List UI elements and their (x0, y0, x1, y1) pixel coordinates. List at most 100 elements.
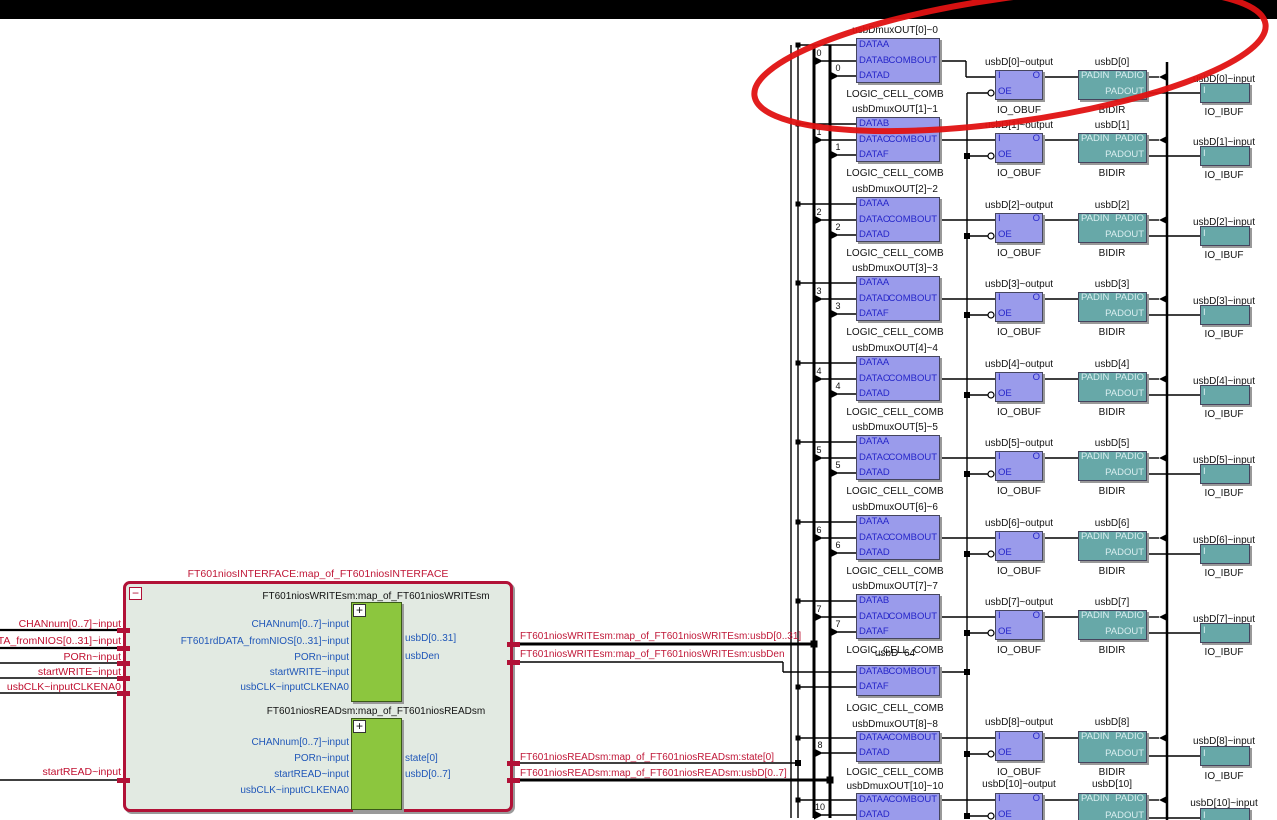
logic-cell-block[interactable] (856, 665, 940, 696)
logic-cell-block[interactable] (856, 197, 940, 242)
obuf-name-label: usbD[2]~output (984, 200, 1054, 211)
logic-cell-block[interactable] (856, 276, 940, 321)
cell-port-label: DATAC (859, 532, 890, 543)
ibuf-block[interactable] (1200, 623, 1250, 643)
junction-dot (810, 640, 818, 648)
ibuf-block[interactable] (1200, 385, 1250, 405)
obuf-port-label: O (1032, 70, 1040, 81)
obuf-block[interactable] (995, 610, 1043, 640)
inverter-bubble-icon (987, 470, 995, 478)
interface-box[interactable] (123, 581, 513, 812)
port-label: usbCLK~inputCLKENA0 (240, 785, 349, 796)
pad-name-label: usbD[10] (1091, 779, 1133, 790)
port-label: PORn~input (294, 652, 349, 663)
block-type-label: BIDIR (1098, 327, 1126, 338)
pad-arrow-icon (1159, 215, 1168, 225)
ibuf-block[interactable] (1200, 808, 1250, 820)
ibuf-block[interactable] (1200, 746, 1250, 766)
bus-tap-arrow-icon (814, 135, 823, 145)
ibuf-block[interactable] (1200, 83, 1250, 103)
cell-name-label: usbDmuxOUT[3]~3 (852, 263, 938, 274)
bidir-block[interactable] (1078, 213, 1147, 243)
pad-port-label: PADOUT (1105, 388, 1144, 399)
logic-cell-block[interactable] (856, 793, 940, 820)
cell-name-label: usbDmuxOUT[6]~6 (852, 502, 938, 513)
pad-name-label: usbD[1] (1094, 120, 1130, 131)
obuf-block[interactable] (995, 292, 1043, 322)
obuf-port-label: O (1032, 610, 1040, 621)
port-tick (507, 761, 520, 766)
obuf-block[interactable] (995, 372, 1043, 402)
pad-arrow-icon (1159, 72, 1168, 82)
block-type-label: IO_OBUF (997, 168, 1041, 179)
ibuf-block[interactable] (1200, 464, 1250, 484)
collapse-button[interactable]: − (129, 587, 142, 600)
obuf-block[interactable] (995, 793, 1043, 820)
obuf-port-label: O (1032, 213, 1040, 224)
logic-cell-block[interactable] (856, 731, 940, 762)
obuf-name-label: usbD[4]~output (984, 359, 1054, 370)
cell-port-label: COMBOUT (888, 373, 937, 384)
bus-index-label: 5 (816, 445, 822, 455)
port-tick (117, 646, 130, 651)
cell-port-label: DATAF (859, 681, 889, 692)
port-label: usbCLK~inputCLKENA0 (240, 682, 349, 693)
read-sm-block[interactable] (351, 718, 402, 810)
expand-button[interactable]: + (353, 604, 366, 617)
bidir-block[interactable] (1078, 731, 1147, 763)
logic-cell-block[interactable] (856, 515, 940, 560)
port-label: usbD[0..7] (405, 769, 451, 780)
bidir-block[interactable] (1078, 451, 1147, 481)
pad-name-label: usbD[5] (1094, 438, 1130, 449)
obuf-port-label: O (1032, 731, 1040, 742)
junction-dot (826, 776, 834, 784)
block-type-label: IO_OBUF (997, 566, 1041, 577)
port-label: CHANnum[0..7]~input (251, 737, 349, 748)
block-type-label: IO_IBUF (1204, 409, 1244, 420)
obuf-port-label: O (1032, 133, 1040, 144)
bus-tap-arrow-icon (814, 748, 823, 758)
junction-dot (795, 684, 801, 690)
expand-button[interactable]: + (353, 720, 366, 733)
block-type-label: BIDIR (1098, 248, 1126, 259)
bus-tap-arrow-icon (814, 453, 823, 463)
block-type-label: BIDIR (1098, 407, 1126, 418)
pad-port-label: PADIN (1081, 451, 1110, 462)
pad-port-label: PADIO (1115, 70, 1144, 81)
ibuf-block[interactable] (1200, 305, 1250, 325)
obuf-block[interactable] (995, 451, 1043, 481)
bidir-block[interactable] (1078, 372, 1147, 402)
bus-tap-arrow-icon (814, 294, 823, 304)
pad-arrow-icon (1159, 733, 1168, 743)
obuf-block[interactable] (995, 531, 1043, 561)
inverter-bubble-icon (987, 311, 995, 319)
ibuf-block[interactable] (1200, 146, 1250, 166)
block-type-label: BIDIR (1098, 767, 1126, 778)
ibuf-name-label: usbD[8]~input (1193, 736, 1255, 747)
ibuf-block[interactable] (1200, 544, 1250, 564)
logic-cell-block[interactable] (856, 594, 940, 639)
obuf-block[interactable] (995, 731, 1043, 761)
bidir-block[interactable] (1078, 610, 1147, 640)
pad-port-label: PADOUT (1105, 547, 1144, 558)
cell-port-label: DATAA (859, 39, 890, 50)
logic-cell-block[interactable] (856, 356, 940, 401)
port-tick (117, 676, 130, 681)
write-sm-block[interactable] (351, 602, 402, 702)
obuf-block[interactable] (995, 213, 1043, 243)
logic-cell-block[interactable] (856, 435, 940, 480)
cell-port-label: DATAA (859, 277, 890, 288)
bidir-block[interactable] (1078, 793, 1147, 820)
bidir-block[interactable] (1078, 292, 1147, 322)
obuf-port-label: I (998, 531, 1001, 542)
bidir-block[interactable] (1078, 531, 1147, 561)
block-type-label: LOGIC_CELL_COMB (846, 407, 944, 418)
ibuf-block[interactable] (1200, 226, 1250, 246)
pad-name-label: usbD[4] (1094, 359, 1130, 370)
cell-port-label: DATAD (859, 467, 890, 478)
ibuf-port-label: I (1203, 810, 1206, 820)
port-tick (507, 642, 520, 647)
obuf-port-label: OE (998, 626, 1012, 637)
pad-arrow-icon (1159, 612, 1168, 622)
block-type-label: IO_IBUF (1204, 107, 1244, 118)
